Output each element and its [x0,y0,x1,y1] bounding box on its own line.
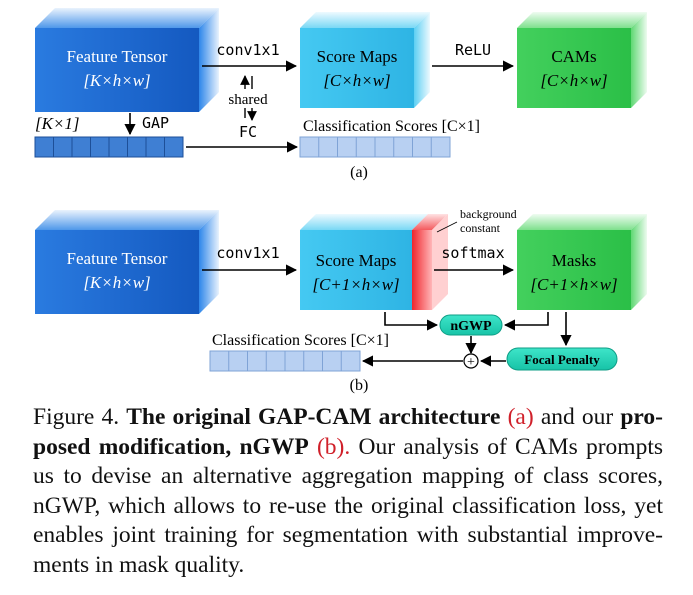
score-maps-dims-b: [C+1×h×w] [312,275,399,294]
class-scores-label-a: Classification Scores [C×1] [303,118,480,135]
class-scores-vector-b [209,350,361,372]
conv-label-b: conv1x1 [216,244,279,262]
feature-tensor-dims-b: [K×h×w] [83,273,150,292]
feature-tensor-dims-a: [K×h×w] [83,71,150,90]
plus-node: + [463,353,479,370]
feature-vector-a [34,136,184,158]
cams-title-a: CAMs [551,47,596,66]
caption-line-2: posed modification, nGWP (b). Our analys… [33,433,663,463]
shared-label: shared [228,92,268,108]
cams-block-a: CAMs [C×h×w] [517,12,647,108]
panel-b: Feature Tensor [K×h×w] Score Maps [C+1×h… [35,207,647,394]
ngwp-node: nGWP [439,314,503,336]
relu-label-a: ReLU [455,41,491,59]
masks-dims-b: [C+1×h×w] [530,275,617,294]
feature-tensor-block-a: Feature Tensor [K×h×w] [35,8,219,112]
class-scores-vector-a [299,136,451,158]
figure-label: Figure 4. [33,404,120,430]
background-note-line2: constant [460,221,501,235]
score-maps-title-a: Score Maps [317,47,398,66]
vector-dims-label: [K×1] [35,114,80,133]
panel-a: Feature Tensor [K×h×w] Score Maps [C×h×w… [34,8,647,181]
architecture-diagram: Feature Tensor [K×h×w] Score Maps [C×h×w… [34,8,647,394]
score-maps-dims-a: [C×h×w] [323,71,390,90]
class-scores-label-b: Classification Scores [C×1] [212,332,389,349]
caption-bold-2b: posed modification, nGWP [33,433,309,460]
caption-and-our: and our [540,404,614,430]
plus-symbol: + [467,355,475,370]
caption-line-6: ments in mask quality. [33,551,245,578]
masks-to-ngwp-line [503,312,549,331]
score-maps-title-b: Score Maps [316,251,397,270]
ngwp-label: nGWP [450,319,492,334]
caption-bold-2a: pro- [620,404,663,430]
conv-label-a: conv1x1 [216,41,279,59]
caption-ref-b[interactable]: (b). [316,433,351,460]
shared-down-arrows-icon [244,108,257,121]
background-note-pointer [436,221,458,233]
score-maps-block-a: Score Maps [C×h×w] [300,12,430,108]
caption-line-1: Figure 4. The original GAP-CAM architect… [33,403,663,433]
caption-line-2-rest: Our analysis of CAMs prompts [358,433,664,460]
background-constant-channel [412,214,448,310]
caption-line-4: nGWP, which allows to re-use the origina… [33,492,663,519]
focal-penalty-node: Focal Penalty [506,347,618,371]
gap-label: GAP [142,114,169,132]
background-note-line1: background [460,207,517,221]
softmax-label: softmax [441,244,504,262]
caption-ref-a[interactable]: (a) [507,404,534,430]
feature-tensor-block-b: Feature Tensor [K×h×w] [35,210,219,314]
focal-penalty-label: Focal Penalty [524,352,600,367]
figure-caption: Figure 4. The original GAP-CAM architect… [33,403,663,581]
caption-bold-1: The original GAP-CAM architecture [126,404,501,430]
feature-tensor-title-a: Feature Tensor [67,47,168,66]
caption-line-3: us to devise an alternative aggregation … [33,463,663,490]
cams-dims-a: [C×h×w] [540,71,607,90]
score-to-ngwp-line [384,312,439,331]
caption-line-5: enables joint training for segmentation … [33,522,663,549]
masks-block-b: Masks [C+1×h×w] [517,214,647,310]
fc-label: FC [239,123,257,141]
score-maps-block-b [300,214,428,310]
panel-label-b: (b) [350,377,369,394]
masks-title-b: Masks [552,251,596,270]
shared-up-arrows-icon [240,75,253,89]
panel-label-a: (a) [350,164,368,181]
feature-tensor-title-b: Feature Tensor [67,249,168,268]
